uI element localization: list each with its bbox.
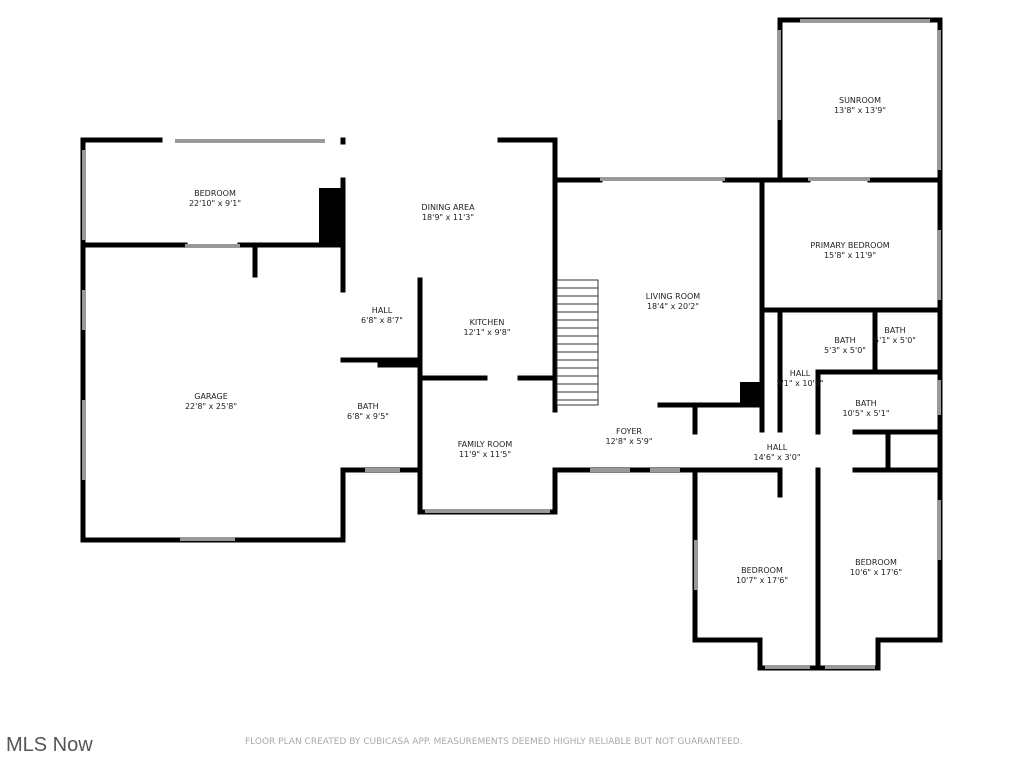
room-dimensions: 10'7" x 17'6": [736, 576, 788, 585]
column: [740, 382, 760, 406]
fireplace: [319, 188, 343, 245]
room-dimensions: 3'1" x 10'6": [776, 379, 823, 388]
room-dimensions: 18'9" x 11'3": [422, 213, 474, 222]
room-dimensions: 18'4" x 20'2": [647, 302, 699, 311]
room-name: PRIMARY BEDROOM: [810, 241, 889, 250]
room-dimensions: 6'8" x 9'5": [347, 412, 389, 421]
room-name: BEDROOM: [855, 558, 897, 567]
room-name: KITCHEN: [470, 318, 505, 327]
room-name: DINING AREA: [421, 203, 475, 212]
room-name: HALL: [767, 443, 788, 452]
room-name: HALL: [372, 306, 393, 315]
staircase: [556, 279, 599, 406]
room-name: BEDROOM: [194, 189, 236, 198]
room-name: BEDROOM: [741, 566, 783, 575]
room-dimensions: 6'8" x 8'7": [361, 316, 403, 325]
room-dimensions: 5'3" x 5'0": [824, 346, 866, 355]
room-dimensions: 13'8" x 13'9": [834, 106, 886, 115]
stair-outline: [556, 279, 599, 406]
room-name: BATH: [357, 402, 378, 411]
room-name: SUNROOM: [839, 96, 881, 105]
room-dimensions: 15'8" x 11'9": [824, 251, 876, 260]
room-dimensions: 14'6" x 3'0": [753, 453, 800, 462]
room-dimensions: 5'1" x 5'0": [874, 336, 916, 345]
room-dimensions: 11'9" x 11'5": [459, 450, 511, 459]
room-name: HALL: [790, 369, 811, 378]
disclaimer: FLOOR PLAN CREATED BY CUBICASA APP. MEAS…: [245, 737, 743, 747]
room-dimensions: 22'10" x 9'1": [189, 199, 241, 208]
room-dimensions: 10'5" x 5'1": [842, 409, 889, 418]
room-name: LIVING ROOM: [646, 292, 701, 301]
walls: [80, 17, 943, 671]
room-name: GARAGE: [194, 392, 228, 401]
room-name: FAMILY ROOM: [458, 440, 513, 449]
room-name: BATH: [834, 336, 855, 345]
mls-now-logo: MLS Now: [6, 734, 93, 756]
room-dimensions: 22'8" x 25'8": [185, 402, 237, 411]
room-name: BATH: [855, 399, 876, 408]
room-dimensions: 10'6" x 17'6": [850, 568, 902, 577]
room-name: BATH: [884, 326, 905, 335]
room-dimensions: 12'1" x 9'8": [463, 328, 510, 337]
room-dimensions: 12'8" x 5'9": [605, 437, 652, 446]
windows: [82, 19, 941, 669]
room-name: FOYER: [616, 427, 642, 436]
